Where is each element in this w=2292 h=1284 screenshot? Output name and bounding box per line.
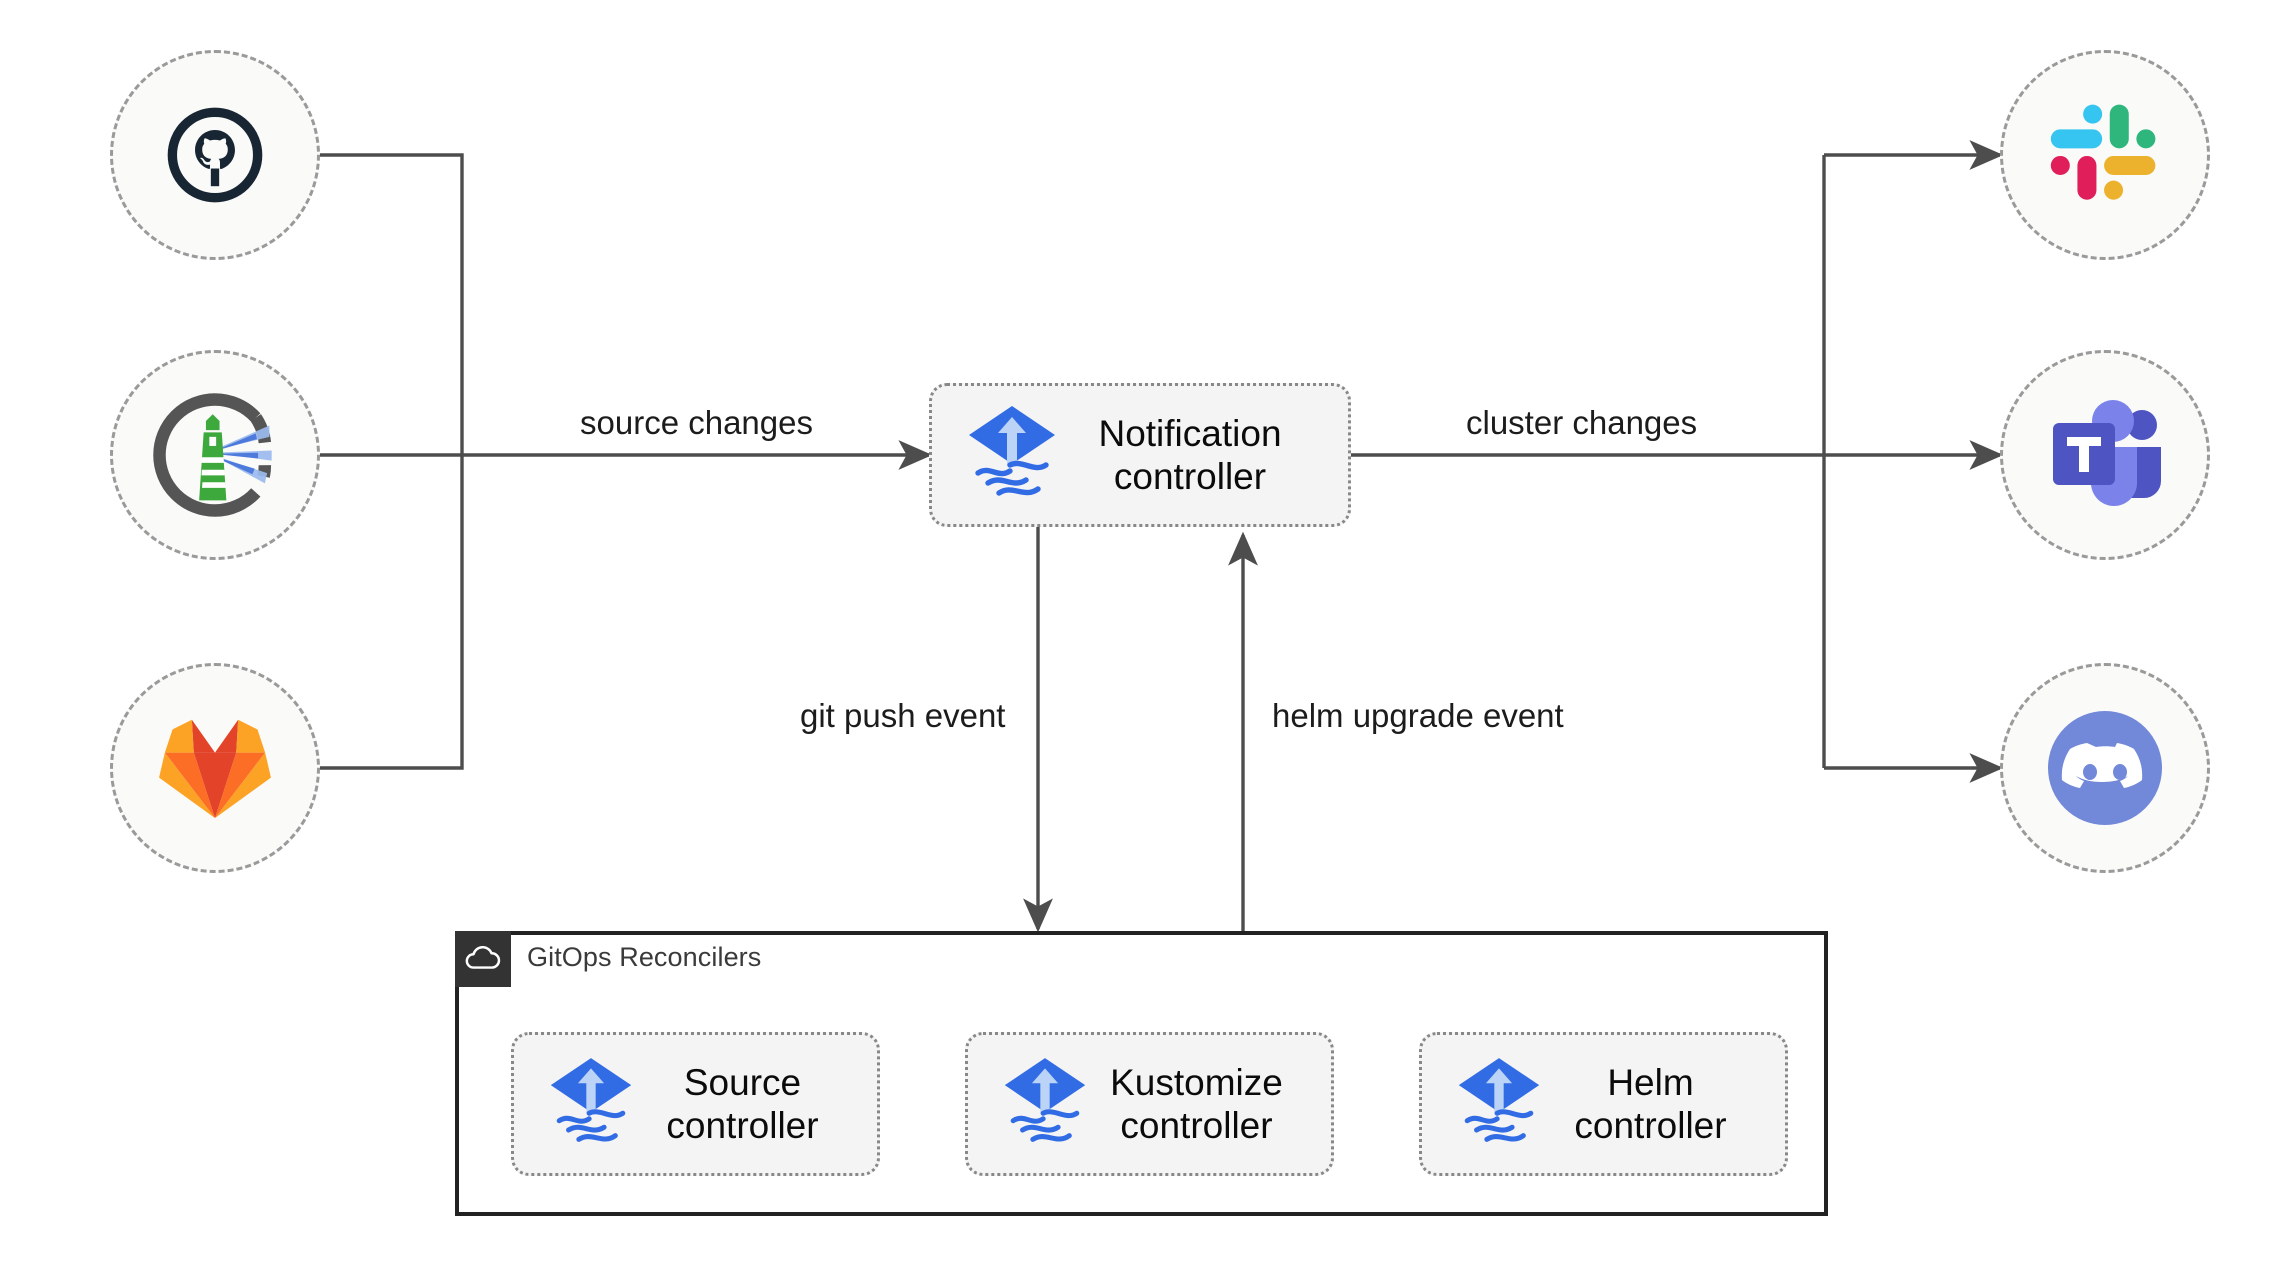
source-controller-box[interactable]: Source controller <box>511 1032 880 1176</box>
gitlab-icon <box>159 719 271 819</box>
edge-label-cluster-changes: cluster changes <box>1466 404 1698 441</box>
helm-controller-label: Helm controller <box>1574 1061 1727 1146</box>
gitops-reconcilers-title: GitOps Reconcilers <box>527 942 762 972</box>
source-node-gitlab[interactable] <box>110 663 320 873</box>
notification-controller-box[interactable]: Notification controller <box>929 383 1351 527</box>
destination-node-slack[interactable] <box>2000 50 2210 260</box>
flux-controller-icon <box>1456 1055 1542 1154</box>
edge-label-helm-upgrade-event: helm upgrade event <box>1272 697 1564 734</box>
destination-node-discord[interactable] <box>2000 663 2210 873</box>
source-node-github[interactable] <box>110 50 320 260</box>
microsoft-teams-icon <box>2053 400 2161 506</box>
source-controller-label: Source controller <box>666 1061 819 1146</box>
github-icon <box>167 107 263 203</box>
cloud-icon <box>455 931 511 987</box>
flux-lighthouse-icon <box>153 393 272 517</box>
edge-label-git-push-event: git push event <box>800 697 1006 734</box>
notification-controller-label: Notification controller <box>1098 412 1282 497</box>
discord-icon <box>2048 711 2162 825</box>
source-node-flux[interactable] <box>110 350 320 560</box>
flux-controller-icon <box>966 403 1058 508</box>
slack-icon <box>2050 104 2156 200</box>
helm-controller-box[interactable]: Helm controller <box>1419 1032 1788 1176</box>
flux-controller-icon <box>1002 1055 1088 1154</box>
kustomize-controller-box[interactable]: Kustomize controller <box>965 1032 1334 1176</box>
edge-label-source-changes: source changes <box>580 404 813 441</box>
kustomize-controller-label: Kustomize controller <box>1110 1061 1283 1146</box>
destination-node-teams[interactable] <box>2000 350 2210 560</box>
flux-controller-icon <box>548 1055 634 1154</box>
